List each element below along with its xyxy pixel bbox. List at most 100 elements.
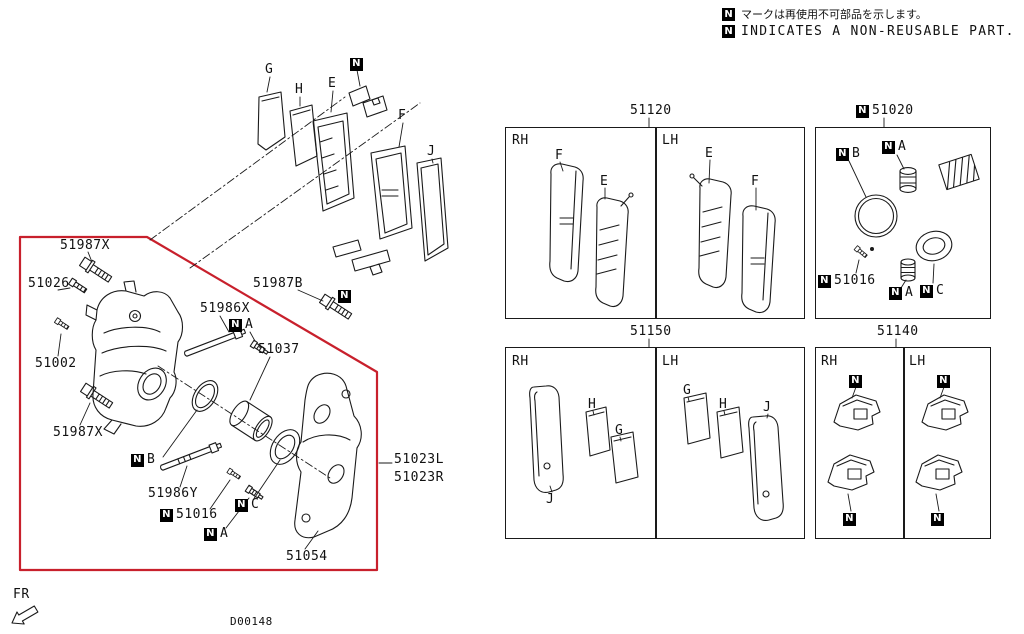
fr-direction-arrow [11,605,39,625]
guide-pin-51986y-drawing [158,440,223,473]
panel-51140-box [815,347,991,539]
panel-51140-divider [903,348,905,538]
panel-51150-box [505,347,805,539]
non-reusable-icon: N [235,498,248,512]
panel-51140-n-rh-top: N [849,373,862,388]
non-reusable-icon: N [920,284,933,298]
fr-label: FR [13,587,30,602]
document-number: D00148 [230,615,273,628]
panel-51150-rh: RH [512,354,529,369]
non-reusable-icon: N [836,147,849,161]
non-reusable-icon: N [160,508,173,522]
panel-51120-box [505,127,805,319]
panel-51150-j-lh: J [763,400,772,415]
screw-51002-drawing [53,317,71,331]
clip-n-top-drawing [348,85,388,118]
retainer-clips-drawing [332,239,391,276]
callout-51986x: 51986X [200,301,250,316]
non-reusable-icon: N [204,527,217,541]
callout-a-mid-text: A [245,317,254,332]
callout-n-badge-top: N [350,56,363,71]
non-reusable-icon: N [882,140,895,154]
panel-51020-title-text: 51020 [872,103,914,118]
non-reusable-icon: N [937,374,950,388]
panel-51150-h-lh: H [719,397,728,412]
pad-e-drawing [312,112,355,212]
non-reusable-icon: N [131,453,144,467]
dust-boot-c-drawing [269,429,301,465]
caliper-body-drawing [85,280,184,435]
callout-51002: 51002 [35,356,77,371]
carrier-bracket-drawing [294,372,362,539]
panel-51150-g-lh: G [683,383,692,398]
panel-51140-rh: RH [821,354,838,369]
callout-letter-g: G [265,62,274,77]
callout-51987x-top: 51987X [60,238,110,253]
panel-51020-c-text: C [936,283,945,298]
panel-51120-divider [655,128,657,318]
callout-51016-text: 51016 [176,507,218,522]
notice-english: N INDICATES A NON-REUSABLE PART. [722,24,1015,39]
callout-a-bottom-text: A [220,526,229,541]
non-reusable-icon: N [856,104,869,118]
panel-51150-h-rh: H [588,397,597,412]
panel-51150-j-rh: J [546,492,555,507]
panel-51140-n-rh-bottom: N [843,511,856,526]
panel-51140-title: 51140 [877,324,919,339]
screw-51016-drawing [226,467,242,481]
non-reusable-icon: N [338,289,351,303]
pad-f-drawing [370,145,413,240]
panel-51120-lh: LH [662,133,679,148]
callout-51037: 51037 [258,342,300,357]
panel-51120-e-lh: E [705,146,714,161]
callout-letter-j: J [427,144,436,159]
panel-51150-g-rh: G [615,423,624,438]
callout-51023r: 51023R [394,470,444,485]
callout-letter-e: E [328,76,337,91]
bolt-51026-drawing [67,277,89,295]
callout-51986y: 51986Y [148,486,198,501]
non-reusable-icon: N [843,512,856,526]
callout-n-badge-51987b: N [338,288,351,303]
pad-shim-g-drawing [257,91,286,151]
notice-japanese-text: マークは再使用不可部品を示します。 [741,8,927,21]
non-reusable-icon: N [818,274,831,288]
panel-51020-b-text: B [852,146,861,161]
bolt-51987x-top-drawing [78,255,115,286]
panel-51120-rh: RH [512,133,529,148]
non-reusable-icon: N [889,286,902,300]
notice-english-text: INDICATES A NON-REUSABLE PART. [741,24,1015,39]
pad-shim-h-drawing [289,104,318,167]
panel-51150-lh: LH [662,354,679,369]
callout-51054: 51054 [286,549,328,564]
notice-japanese: N マークは再使用不可部品を示します。 [722,6,927,22]
callout-b-text: B [147,452,156,467]
panel-51120-e-rh: E [600,174,609,189]
non-reusable-icon: N [722,7,735,21]
panel-51120-f-lh: F [751,174,760,189]
callout-letter-f: F [398,108,407,123]
non-reusable-icon: N [350,57,363,71]
callout-c-text: C [251,497,260,512]
bolt-51987x-bottom-drawing [79,381,116,412]
non-reusable-icon: N [849,374,862,388]
callout-letter-h: H [295,82,304,97]
piston-seal-b-drawing [191,380,219,412]
panel-51120-title: 51120 [630,103,672,118]
callout-51987x-bottom: 51987X [53,425,103,440]
panel-51150-divider [655,348,657,538]
panel-51140-n-lh-bottom: N [931,511,944,526]
non-reusable-icon: N [722,25,735,38]
